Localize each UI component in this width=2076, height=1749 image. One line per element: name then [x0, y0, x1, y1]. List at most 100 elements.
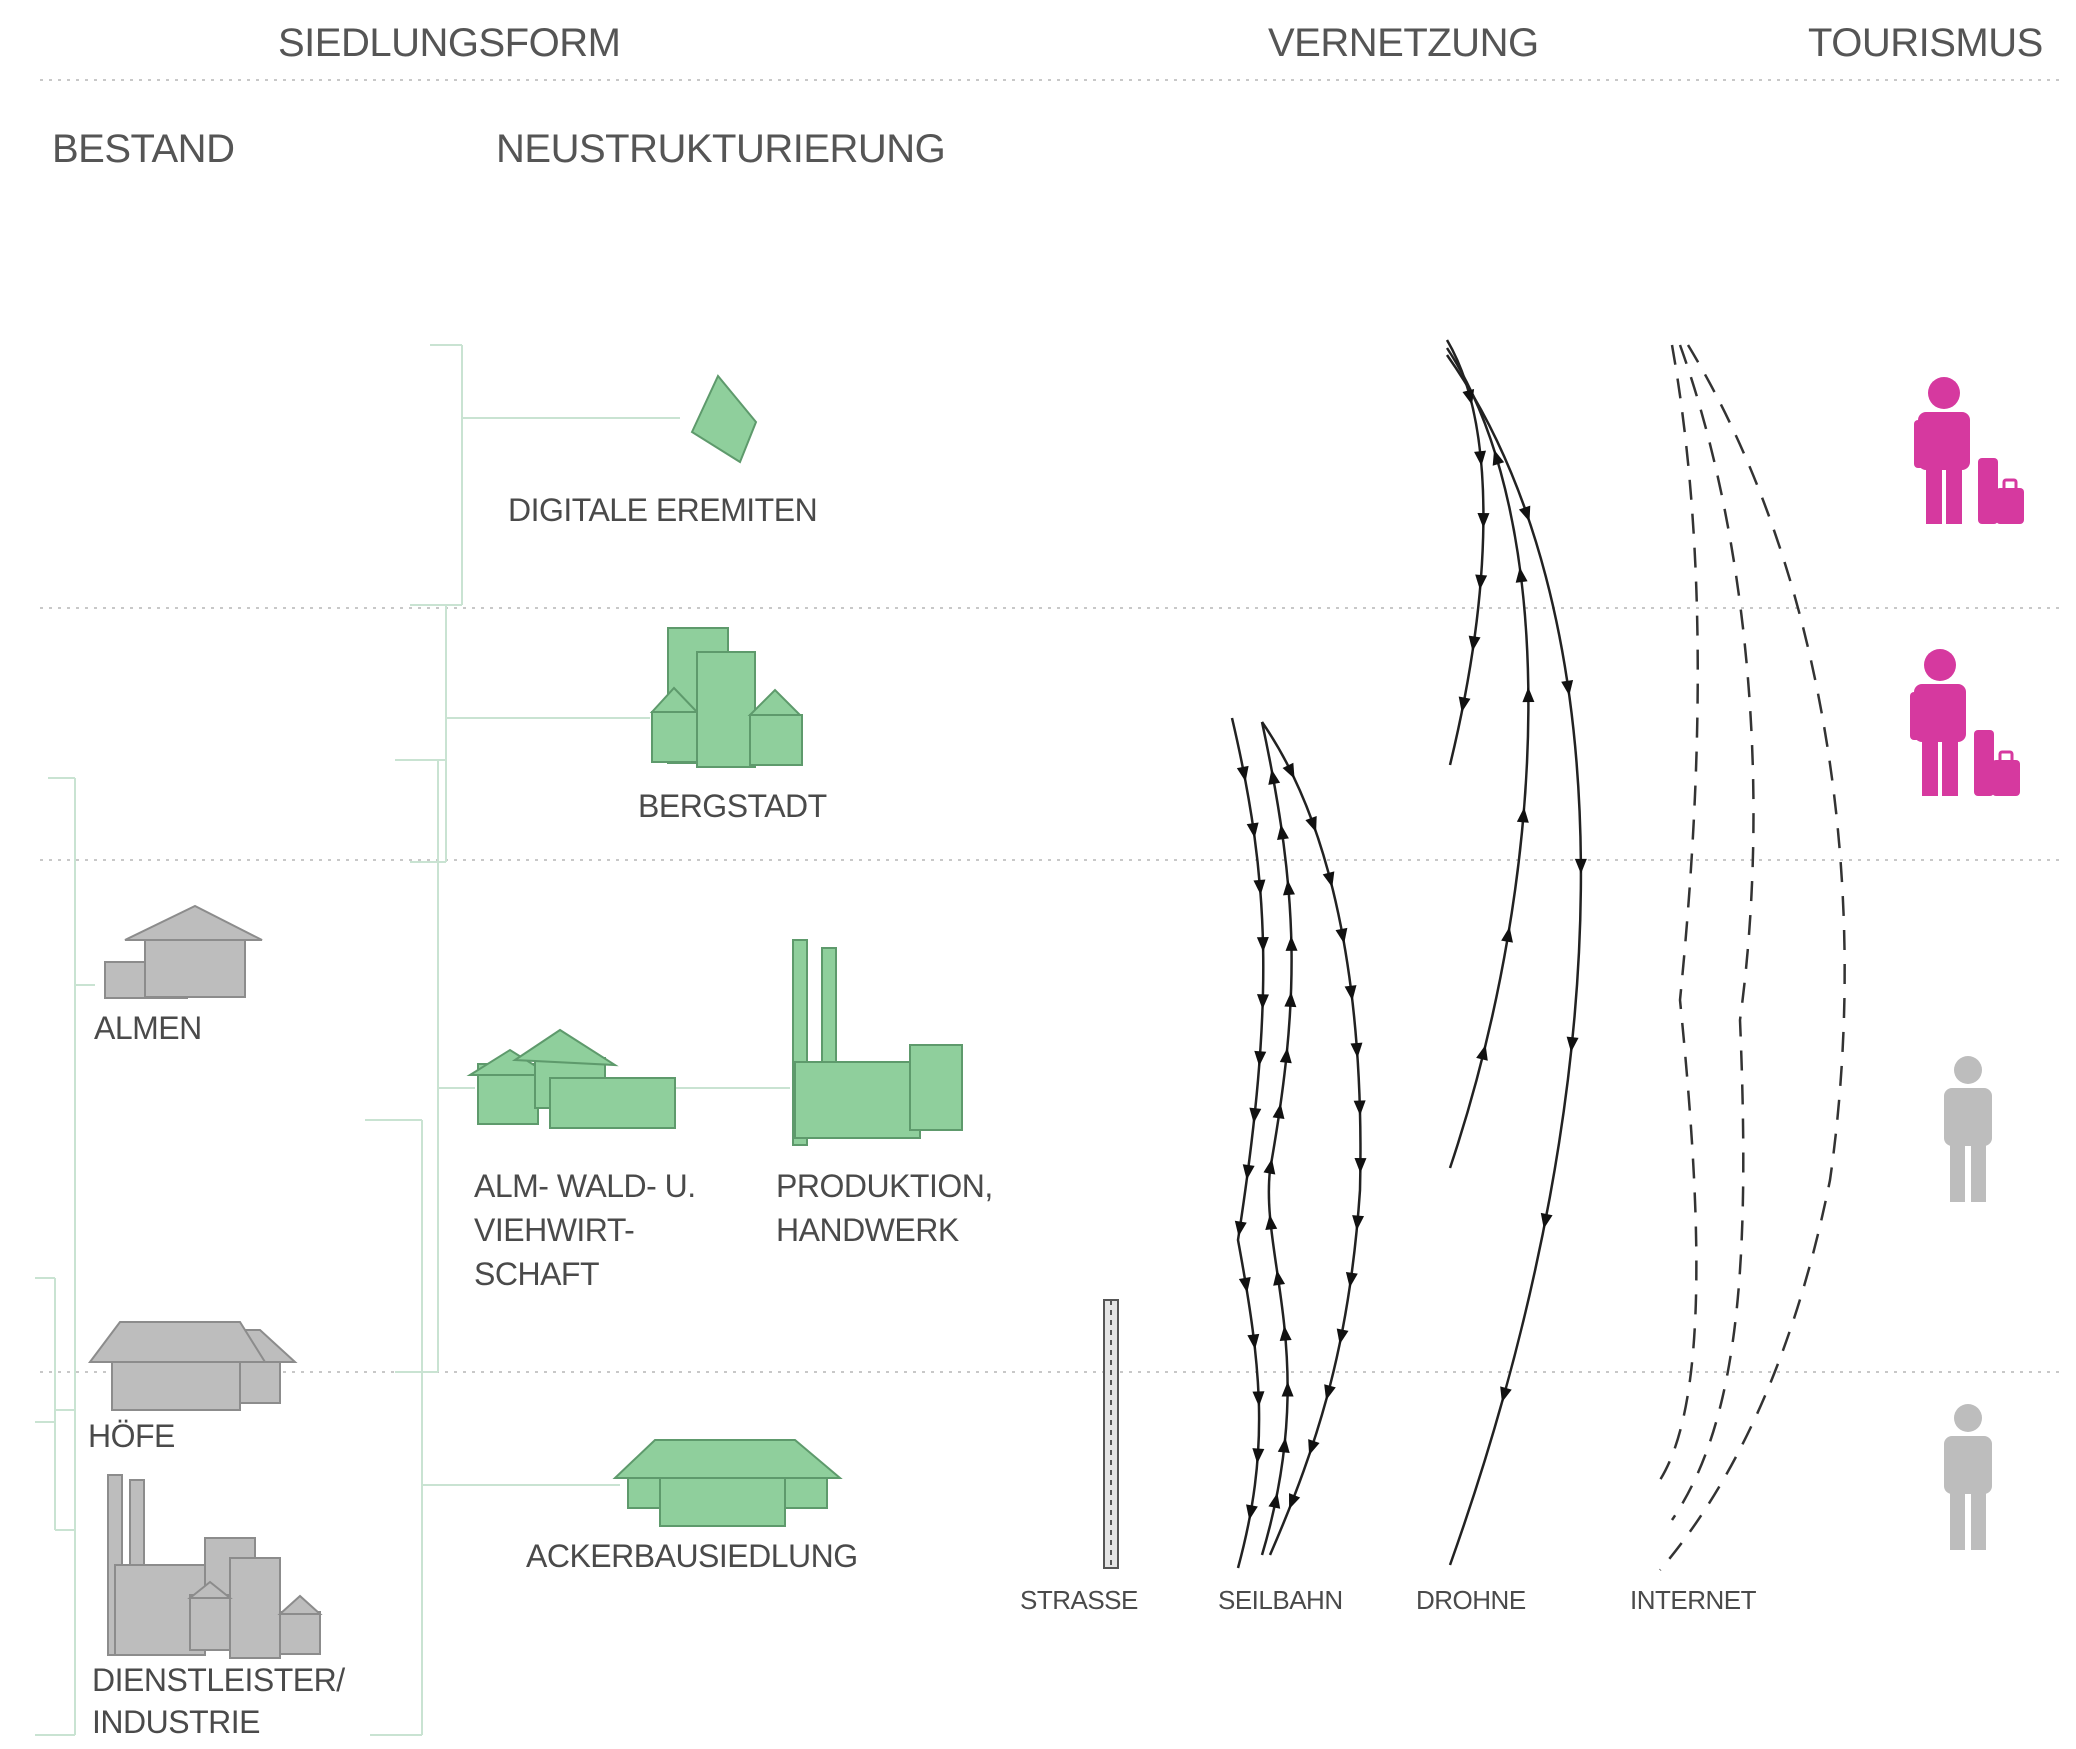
seilbahn-cable-1 — [1230, 717, 1265, 1569]
internet-path-2 — [1670, 344, 1755, 1521]
tourist-with-luggage-icon-2 — [1910, 649, 2020, 796]
seilbahn-arrowhead — [1344, 985, 1357, 1001]
drohne-arrowhead — [1475, 574, 1488, 590]
seilbahn-arrowhead — [1345, 1271, 1358, 1288]
seilbahn-arrowhead — [1273, 1270, 1286, 1286]
drohne-arrowhead — [1516, 807, 1529, 823]
seilbahn-arrowhead — [1252, 1391, 1265, 1407]
seilbahn-arrowhead — [1253, 879, 1266, 895]
label-digitale-eremiten: DIGITALE EREMITEN — [508, 492, 818, 528]
drohne-arrowhead — [1540, 1212, 1553, 1229]
label-strasse: STRASSE — [1020, 1585, 1138, 1615]
seilbahn-arrowhead — [1281, 1381, 1294, 1397]
seilbahn-arrowhead — [1272, 1103, 1285, 1120]
almen-icon — [104, 904, 263, 999]
drohne-path-2 — [1445, 347, 1530, 1169]
seilbahn-arrowhead — [1242, 1164, 1255, 1180]
seilbahn-arrowhead — [1305, 816, 1317, 833]
drohne-arrowhead — [1476, 1044, 1488, 1061]
header-vernetzung: VERNETZUNG — [1268, 21, 1539, 65]
drohne-arrowhead — [1518, 505, 1531, 522]
seilbahn-arrowhead — [1247, 1333, 1260, 1350]
drohne-arrowhead — [1462, 388, 1475, 406]
seilbahn-arrowhead — [1284, 991, 1297, 1008]
seilbahn-arrowhead — [1324, 1384, 1336, 1401]
seilbahn-arrows — [1234, 762, 1367, 1521]
tourist-with-luggage-icon-1 — [1914, 377, 2024, 524]
seilbahn-arrowhead — [1282, 762, 1295, 779]
label-alm-wald-3: SCHAFT — [474, 1256, 600, 1292]
drohne-arrows — [1458, 388, 1587, 1403]
seilbahn-arrowhead — [1246, 822, 1259, 839]
drohne-arrowhead — [1468, 635, 1481, 652]
hoefe-icon — [88, 1321, 298, 1411]
label-dienstleister-1: DIENSTLEISTER/ — [92, 1662, 345, 1698]
drohne-arrowhead — [1500, 1386, 1512, 1403]
label-ackerbausiedlung: ACKERBAUSIEDLUNG — [526, 1538, 858, 1574]
drohne-lines — [1445, 339, 1583, 1566]
bergstadt-icon — [649, 627, 803, 768]
label-internet: INTERNET — [1630, 1585, 1757, 1615]
seilbahn-arrowhead — [1249, 1107, 1262, 1124]
seilbahn-arrowhead — [1353, 1100, 1366, 1116]
label-alm-wald-2: VIEHWIRT- — [474, 1212, 635, 1248]
dotted-separators — [40, 79, 2060, 1373]
internet-lines — [1658, 344, 1846, 1571]
seilbahn-arrowhead — [1335, 927, 1348, 944]
seilbahn-arrowhead — [1277, 824, 1289, 840]
header-siedlungsform: SIEDLUNGSFORM — [278, 21, 621, 65]
seilbahn-arrowhead — [1352, 1215, 1365, 1231]
drohne-arrowhead — [1522, 687, 1535, 703]
label-almen: ALMEN — [94, 1010, 202, 1046]
seilbahn-arrowhead — [1246, 1504, 1258, 1521]
seilbahn-arrowhead — [1285, 935, 1298, 951]
header-neustrukturierung: NEUSTRUKTURIERUNG — [496, 127, 946, 171]
drohne-arrowhead — [1561, 679, 1574, 696]
drohne-arrowhead — [1566, 1036, 1579, 1053]
seilbahn-arrowhead — [1234, 1220, 1247, 1237]
ackerbau-icon — [612, 1439, 843, 1527]
seilbahn-lines — [1230, 717, 1362, 1569]
drohne-arrowhead — [1574, 858, 1587, 874]
label-alm-wald-1: ALM- WALD- U. — [474, 1168, 696, 1204]
seilbahn-arrowhead — [1354, 1158, 1367, 1174]
seilbahn-arrowhead — [1254, 1050, 1267, 1067]
seilbahn-arrowhead — [1268, 769, 1281, 785]
label-produktion-1: PRODUKTION, — [776, 1168, 993, 1204]
seilbahn-arrowhead — [1236, 765, 1249, 782]
label-bergstadt: BERGSTADT — [638, 788, 827, 824]
drohne-arrowhead — [1501, 926, 1513, 943]
label-seilbahn: SEILBAHN — [1218, 1585, 1343, 1615]
seilbahn-arrowhead — [1308, 1439, 1320, 1456]
drohne-arrowhead — [1458, 696, 1471, 713]
seilbahn-arrowhead — [1265, 1214, 1278, 1231]
label-dienstleister-2: INDUSTRIE — [92, 1704, 260, 1740]
label-hoefe: HÖFE — [88, 1418, 175, 1454]
seilbahn-arrowhead — [1283, 879, 1295, 896]
industrie-icon — [107, 1474, 323, 1659]
header-bestand: BESTAND — [52, 127, 235, 171]
seilbahn-cable-3 — [1260, 721, 1362, 1556]
seilbahn-arrowhead — [1322, 871, 1335, 888]
person-icon-grey-1 — [1944, 1056, 1992, 1202]
seilbahn-arrowhead — [1350, 1042, 1363, 1059]
drohne-arrowhead — [1515, 567, 1528, 583]
label-produktion-2: HANDWERK — [776, 1212, 959, 1248]
seilbahn-arrowhead — [1263, 1158, 1276, 1175]
internet-path-3 — [1659, 344, 1846, 1571]
label-drohne: DROHNE — [1416, 1585, 1526, 1615]
seilbahn-arrowhead — [1279, 1325, 1292, 1342]
drohne-arrowhead — [1477, 513, 1490, 529]
header-tourismus: TOURISMUS — [1808, 21, 2043, 65]
seilbahn-arrowhead — [1256, 936, 1269, 953]
drohne-arrowhead — [1492, 449, 1505, 466]
person-icon-grey-2 — [1944, 1404, 1992, 1550]
seilbahn-arrowhead — [1279, 1047, 1292, 1064]
digitale-eremiten-icon — [690, 374, 758, 464]
seilbahn-arrowhead — [1238, 1277, 1251, 1293]
tree-connectors — [35, 344, 790, 1736]
strasse-icon — [1103, 1299, 1119, 1569]
produktion-icon — [792, 939, 963, 1146]
seilbahn-arrowhead — [1277, 1437, 1290, 1454]
